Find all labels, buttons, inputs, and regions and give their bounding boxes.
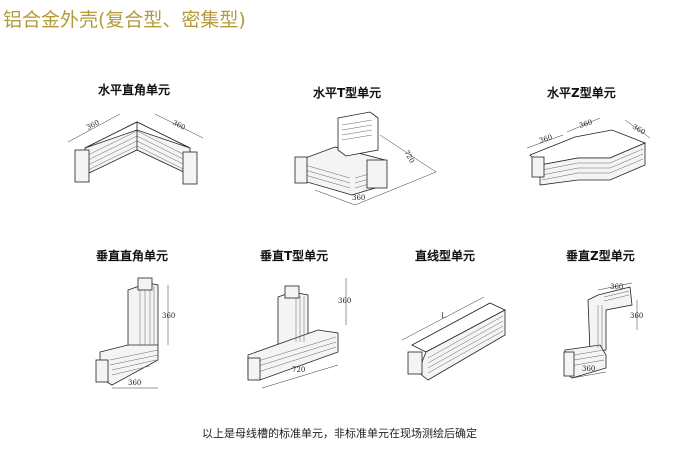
dimension-label: 360 [582, 365, 595, 373]
dimension-lines [526, 117, 651, 149]
dimension-label: 360 [352, 194, 365, 202]
unit-label: 水平直角单元 [98, 83, 171, 97]
dimension-label: L [441, 312, 446, 320]
unit-label: 垂直Z型单元 [566, 249, 635, 263]
dimension-lines [401, 296, 485, 341]
busway-body [95, 277, 159, 386]
busway-body [529, 129, 647, 186]
dimension-label: 360 [578, 118, 593, 130]
dimension-label: 360 [630, 312, 643, 320]
dimension-lines [571, 282, 638, 379]
page-title: 铝合金外壳(复合型、密集型) [3, 9, 246, 31]
unit-label: 直线型单元 [415, 249, 476, 263]
dimension-lines [314, 134, 437, 206]
busway-body [74, 121, 198, 185]
unit-label: 垂直T型单元 [260, 249, 329, 263]
dimension-label: 360 [338, 297, 351, 305]
dimension-lines [67, 113, 204, 143]
dimension-label: 360 [538, 133, 553, 145]
dimension-lines [112, 285, 169, 389]
unit-label: 垂直直角单元 [96, 249, 169, 263]
unit-label: 水平T型单元 [313, 86, 382, 100]
dimension-label: 360 [128, 379, 141, 387]
dimension-label: 720 [292, 366, 305, 374]
busway-body [407, 302, 506, 381]
dimension-lines [261, 278, 347, 389]
unit-label: 水平Z型单元 [547, 86, 616, 100]
busway-body [563, 286, 633, 379]
busway-body [247, 285, 339, 381]
busway-body [294, 111, 388, 196]
footer-note: 以上是母线槽的标准单元，非标准单元在现场测绘后确定 [202, 427, 477, 440]
dimension-label: 360 [610, 283, 623, 291]
dimension-label: 360 [162, 312, 175, 320]
